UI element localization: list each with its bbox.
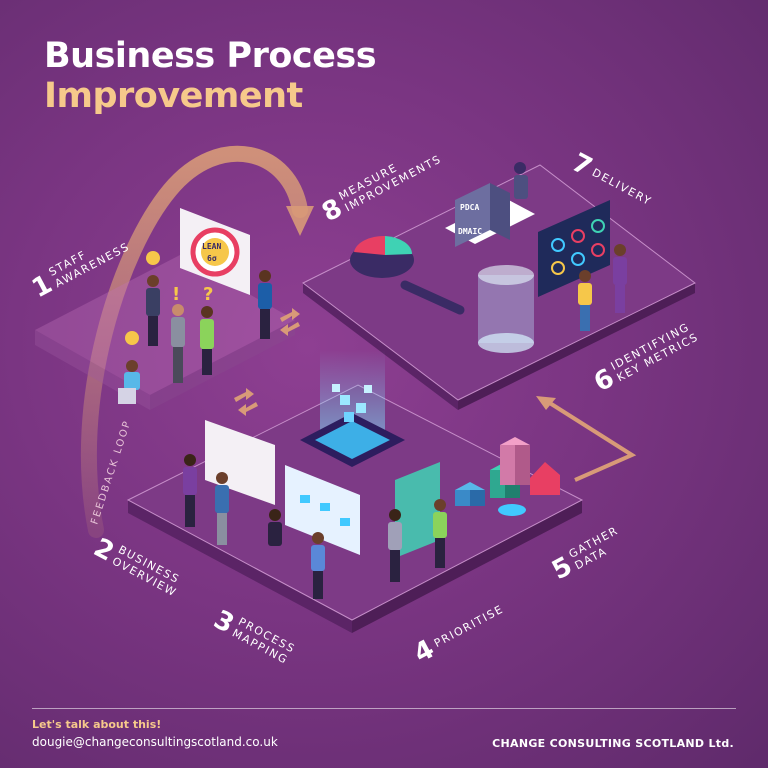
- step-4-label: 4 PRIORITISE: [409, 602, 506, 669]
- title-line-1: Business Process: [44, 36, 377, 76]
- pdca-dmaic-cart: PDCA DMAIC: [445, 162, 535, 247]
- dashboard-screen: [538, 200, 627, 331]
- svg-text:!: !: [172, 284, 180, 305]
- six-sigma-label: 6σ: [207, 254, 217, 263]
- step-8-label: 8 MEASURE IMPROVEMENTS: [317, 152, 444, 228]
- title-line-2: Improvement: [44, 76, 303, 116]
- step-3-label: 3 PROCESS MAPPING: [209, 605, 298, 667]
- contact-email-link[interactable]: dougie@changeconsultingscotland.co.uk: [32, 735, 278, 749]
- central-processor-illustration: [300, 350, 405, 467]
- magnifier-chart-illustration: [350, 235, 465, 315]
- metrics-cylinder: [478, 265, 534, 353]
- step-4-line-1: PRIORITISE: [432, 602, 506, 650]
- idea-icons: ! ?: [125, 251, 213, 345]
- step-5-label: 5 GATHER DATA: [547, 524, 621, 586]
- feedback-loop-arrow: [80, 145, 314, 538]
- staff-people: [118, 270, 272, 404]
- step-2-label: 2 BUSINESS OVERVIEW: [89, 533, 182, 600]
- footer-divider: [32, 708, 736, 709]
- lean-six-sigma-board: LEAN 6σ: [180, 208, 250, 295]
- connector-arrows: [234, 308, 300, 416]
- bottom-people: [183, 454, 447, 599]
- lean-label: LEAN: [202, 242, 221, 251]
- company-name: CHANGE CONSULTING SCOTLAND Ltd.: [492, 737, 734, 750]
- footer-cta: Let's talk about this!: [32, 718, 162, 731]
- step-7-line-1: DELIVERY: [590, 166, 654, 208]
- gather-data-arrow: [543, 398, 637, 482]
- data-blocks: [455, 437, 560, 516]
- svg-text:?: ?: [203, 284, 213, 305]
- dmaic-label: DMAIC: [458, 227, 482, 236]
- pdca-label: PDCA: [460, 203, 479, 212]
